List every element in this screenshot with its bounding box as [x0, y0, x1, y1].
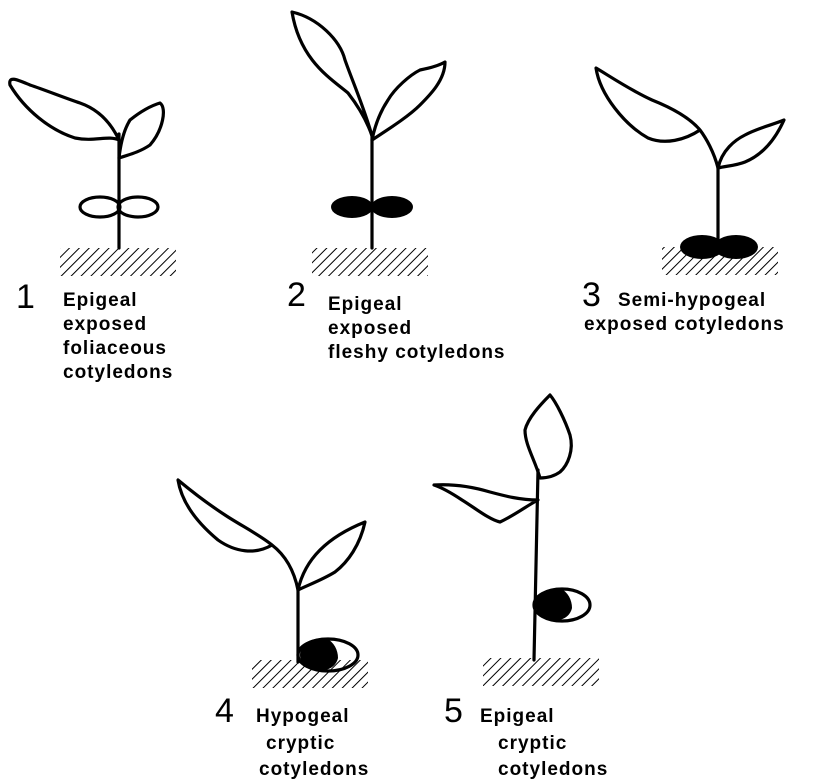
seed-coat-4 — [300, 638, 338, 671]
cotyledon-right-1 — [118, 197, 158, 217]
label-line-5-3: cotyledons — [498, 759, 608, 780]
seedling-2-figure — [292, 12, 445, 276]
leaf-left-3 — [596, 68, 718, 168]
label-line-5-2: cryptic — [498, 733, 567, 754]
cotyledon-right-2 — [371, 196, 413, 218]
label-line-1-4: cotyledons — [63, 362, 173, 383]
cotyledon-right-3 — [714, 235, 758, 259]
leaf-left-5 — [434, 485, 538, 522]
label-line-2-2: exposed — [328, 318, 412, 339]
cotyledon-left-2 — [331, 196, 373, 218]
label-line-1-3: foliaceous — [63, 338, 167, 359]
label-line-2-1: Epigeal — [328, 294, 403, 315]
seedling-4-figure — [178, 480, 368, 688]
label-group-3: 3 Semi-hypogeal exposed cotyledons — [582, 276, 785, 335]
label-number-5: 5 — [444, 692, 463, 730]
label-number-1: 1 — [16, 278, 35, 316]
label-line-1-1: Epigeal — [63, 290, 138, 311]
soil-hatch-5 — [483, 658, 599, 686]
label-number-2: 2 — [287, 276, 306, 314]
label-group-2: 2 Epigeal exposed fleshy cotyledons — [287, 276, 506, 363]
leaf-right-1 — [119, 103, 163, 158]
label-line-2-3: fleshy cotyledons — [328, 342, 506, 363]
leaf-left-1 — [10, 79, 119, 140]
label-line-4-1: Hypogeal — [256, 706, 350, 727]
label-line-5-1: Epigeal — [480, 706, 555, 727]
leaf-right-2 — [372, 62, 445, 140]
cotyledon-left-1 — [80, 197, 120, 217]
label-group-4: 4 Hypogeal cryptic cotyledons — [215, 692, 369, 780]
leaf-right-3 — [718, 120, 784, 168]
soil-hatch-1 — [60, 248, 176, 276]
label-number-4: 4 — [215, 692, 234, 730]
seedling-3-figure — [596, 68, 784, 275]
leaf-right-4 — [298, 522, 365, 590]
label-line-3-1: Semi-hypogeal — [618, 290, 766, 311]
label-line-4-3: cotyledons — [259, 759, 369, 780]
leaf-left-2 — [292, 12, 372, 136]
leaf-left-4 — [178, 480, 298, 590]
seedling-1-figure — [10, 79, 176, 276]
label-line-4-2: cryptic — [266, 733, 335, 754]
label-line-3-2: exposed cotyledons — [584, 314, 785, 335]
label-line-1-2: exposed — [63, 314, 147, 335]
label-number-3: 3 — [582, 276, 601, 314]
soil-hatch-2 — [312, 248, 428, 276]
seedling-5-figure — [434, 395, 599, 686]
label-group-1: 1 Epigeal exposed foliaceous cotyledons — [16, 278, 173, 383]
label-group-5: 5 Epigeal cryptic cotyledons — [444, 692, 608, 780]
leaf-top-5 — [525, 395, 571, 478]
